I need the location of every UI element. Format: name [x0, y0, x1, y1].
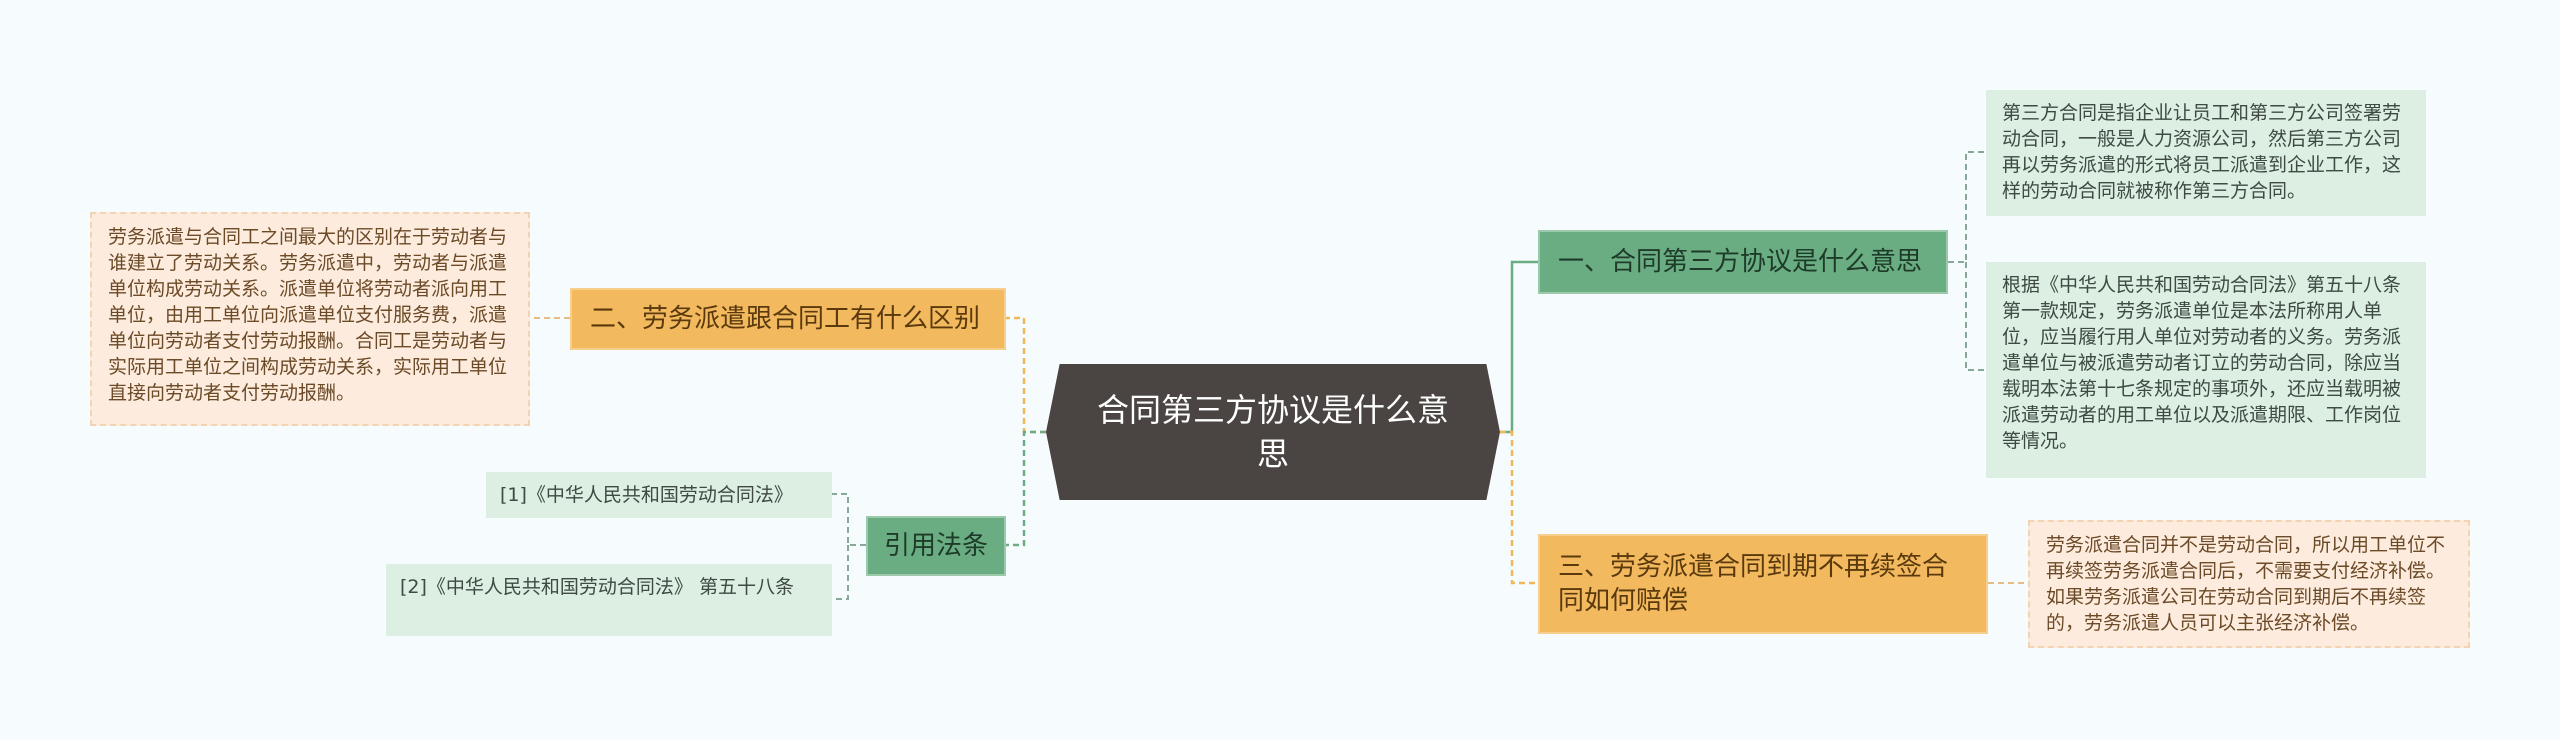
- topic-references[interactable]: 引用法条: [866, 516, 1006, 576]
- reference-1[interactable]: [1]《中华人民共和国劳动合同法》: [486, 472, 832, 518]
- note-text: 根据《中华人民共和国劳动合同法》第五十八条第一款规定，劳务派遣单位是本法所称用人…: [2002, 274, 2402, 452]
- topic-label: 一、合同第三方协议是什么意思: [1558, 247, 1923, 277]
- topic-label: 二、劳务派遣跟合同工有什么区别: [590, 304, 981, 334]
- note-text: 第三方合同是指企业让员工和第三方公司签署劳动合同，一般是人力资源公司，然后第三方…: [2002, 102, 2402, 202]
- reference-text: [2]《中华人民共和国劳动合同法》 第五十八条: [400, 576, 794, 598]
- reference-2[interactable]: [2]《中华人民共和国劳动合同法》 第五十八条: [386, 564, 832, 636]
- note-compensation[interactable]: 劳务派遣合同并不是劳动合同，所以用工单位不再续签劳务派遣合同后，不需要支付经济补…: [2028, 520, 2470, 648]
- topic-label: 引用法条: [883, 531, 988, 561]
- root-title: 合同第三方协议是什么意思: [1096, 391, 1449, 473]
- edge-root-topic3: [1500, 430, 1538, 585]
- note-text: 劳务派遣合同并不是劳动合同，所以用工单位不再续签劳务派遣合同后，不需要支付经济补…: [2046, 534, 2446, 634]
- edge-topic1-note2: [1965, 262, 1986, 371]
- edge-root-topic2: [1006, 316, 1046, 434]
- note-text: 劳务派遣与合同工之间最大的区别在于劳动者与谁建立了劳动关系。劳务派遣中，劳动者与…: [108, 226, 508, 404]
- topic-dispatch-vs-contract[interactable]: 二、劳务派遣跟合同工有什么区别: [570, 288, 1006, 350]
- topic-label: 三、劳务派遣合同到期不再续签合同如何赔偿: [1558, 552, 1949, 616]
- edge-refs-note2: [832, 545, 849, 600]
- note-dispatch-vs-contract[interactable]: 劳务派遣与合同工之间最大的区别在于劳动者与谁建立了劳动关系。劳务派遣中，劳动者与…: [90, 212, 530, 426]
- edge-topic1-note1: [1948, 151, 1986, 263]
- edge-root-refs: [1006, 430, 1046, 547]
- topic-compensation[interactable]: 三、劳务派遣合同到期不再续签合同如何赔偿: [1538, 534, 1988, 634]
- note-third-party-definition[interactable]: 第三方合同是指企业让员工和第三方公司签署劳动合同，一般是人力资源公司，然后第三方…: [1986, 90, 2426, 216]
- edge-root-topic1: [1500, 260, 1538, 434]
- root-node[interactable]: 合同第三方协议是什么意思: [1046, 364, 1500, 500]
- edge-refs-note1: [832, 493, 866, 546]
- note-article-58[interactable]: 根据《中华人民共和国劳动合同法》第五十八条第一款规定，劳务派遣单位是本法所称用人…: [1986, 262, 2426, 478]
- reference-text: [1]《中华人民共和国劳动合同法》: [500, 484, 793, 506]
- topic-what-is-third-party-contract[interactable]: 一、合同第三方协议是什么意思: [1538, 230, 1948, 294]
